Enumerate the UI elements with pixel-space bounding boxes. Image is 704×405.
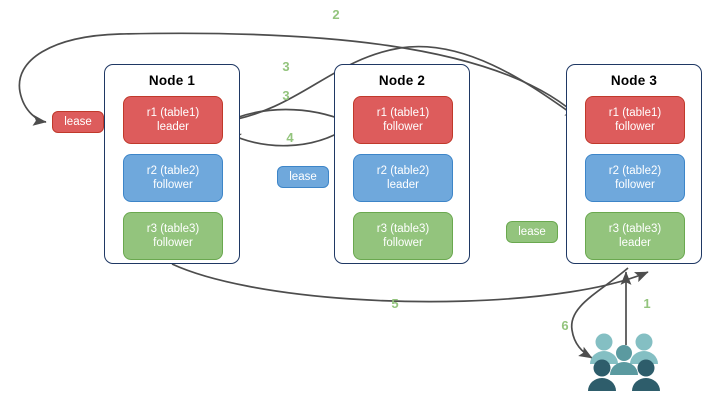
node-box-node2[interactable]: Node 2 r1 (table1) follower r2 (table2) … xyxy=(334,64,470,264)
replica-node2-r1[interactable]: r1 (table1) follower xyxy=(353,96,453,144)
edge-label-6: 6 xyxy=(561,318,569,333)
lease-label: lease xyxy=(64,116,92,128)
replica-name: r1 (table1) xyxy=(146,107,200,119)
edge-label-4: 4 xyxy=(286,130,294,145)
replica-node1-r3[interactable]: r3 (table3) follower xyxy=(123,212,223,260)
replica-name: r2 (table2) xyxy=(376,165,430,177)
replica-role: follower xyxy=(383,121,423,133)
lease-badge-r2[interactable]: lease xyxy=(277,166,329,188)
lease-label: lease xyxy=(518,226,546,238)
replica-name: r2 (table2) xyxy=(146,165,200,177)
node-box-node3[interactable]: Node 3 r1 (table1) follower r2 (table2) … xyxy=(566,64,702,264)
node-title: Node 1 xyxy=(148,73,196,88)
replica-role: leader xyxy=(619,237,651,249)
node-title: Node 3 xyxy=(610,73,658,88)
replica-role: follower xyxy=(153,237,193,249)
replica-node3-r2[interactable]: r2 (table2) follower xyxy=(585,154,685,202)
replica-role: follower xyxy=(615,179,655,191)
edge-5-path xyxy=(171,263,649,303)
replica-role: follower xyxy=(153,179,193,191)
replica-node3-r1[interactable]: r1 (table1) follower xyxy=(585,96,685,144)
node-title: Node 2 xyxy=(378,73,426,88)
replica-node2-r3[interactable]: r3 (table3) follower xyxy=(353,212,453,260)
edge-label-2: 2 xyxy=(332,7,340,22)
edge-3-lens-path xyxy=(221,108,349,125)
replica-name: r3 (table3) xyxy=(146,223,200,235)
edge-label-1: 1 xyxy=(643,296,651,311)
replica-role: follower xyxy=(615,121,655,133)
lease-label: lease xyxy=(289,171,317,183)
node-box-node1[interactable]: Node 1 r1 (table1) leader r2 (table2) fo… xyxy=(104,64,240,264)
replica-name: r3 (table3) xyxy=(376,223,430,235)
edge-label-5: 5 xyxy=(391,296,399,311)
replica-name: r1 (table1) xyxy=(608,107,662,119)
edge-label-3a: 3 xyxy=(282,59,290,74)
replica-role: leader xyxy=(157,121,189,133)
lease-badge-r3[interactable]: lease xyxy=(506,221,558,243)
replica-role: leader xyxy=(387,179,419,191)
replica-node1-r2[interactable]: r2 (table2) follower xyxy=(123,154,223,202)
replica-name: r3 (table3) xyxy=(608,223,662,235)
replica-node1-r1[interactable]: r1 (table1) leader xyxy=(123,96,223,144)
lease-badge-r1[interactable]: lease xyxy=(52,111,104,133)
replica-role: follower xyxy=(383,237,423,249)
replica-name: r2 (table2) xyxy=(608,165,662,177)
replica-node2-r2[interactable]: r2 (table2) leader xyxy=(353,154,453,202)
replica-name: r1 (table1) xyxy=(376,107,430,119)
replica-node3-r3[interactable]: r3 (table3) leader xyxy=(585,212,685,260)
edge-label-3b: 3 xyxy=(282,88,290,103)
users-icon[interactable] xyxy=(586,330,666,392)
